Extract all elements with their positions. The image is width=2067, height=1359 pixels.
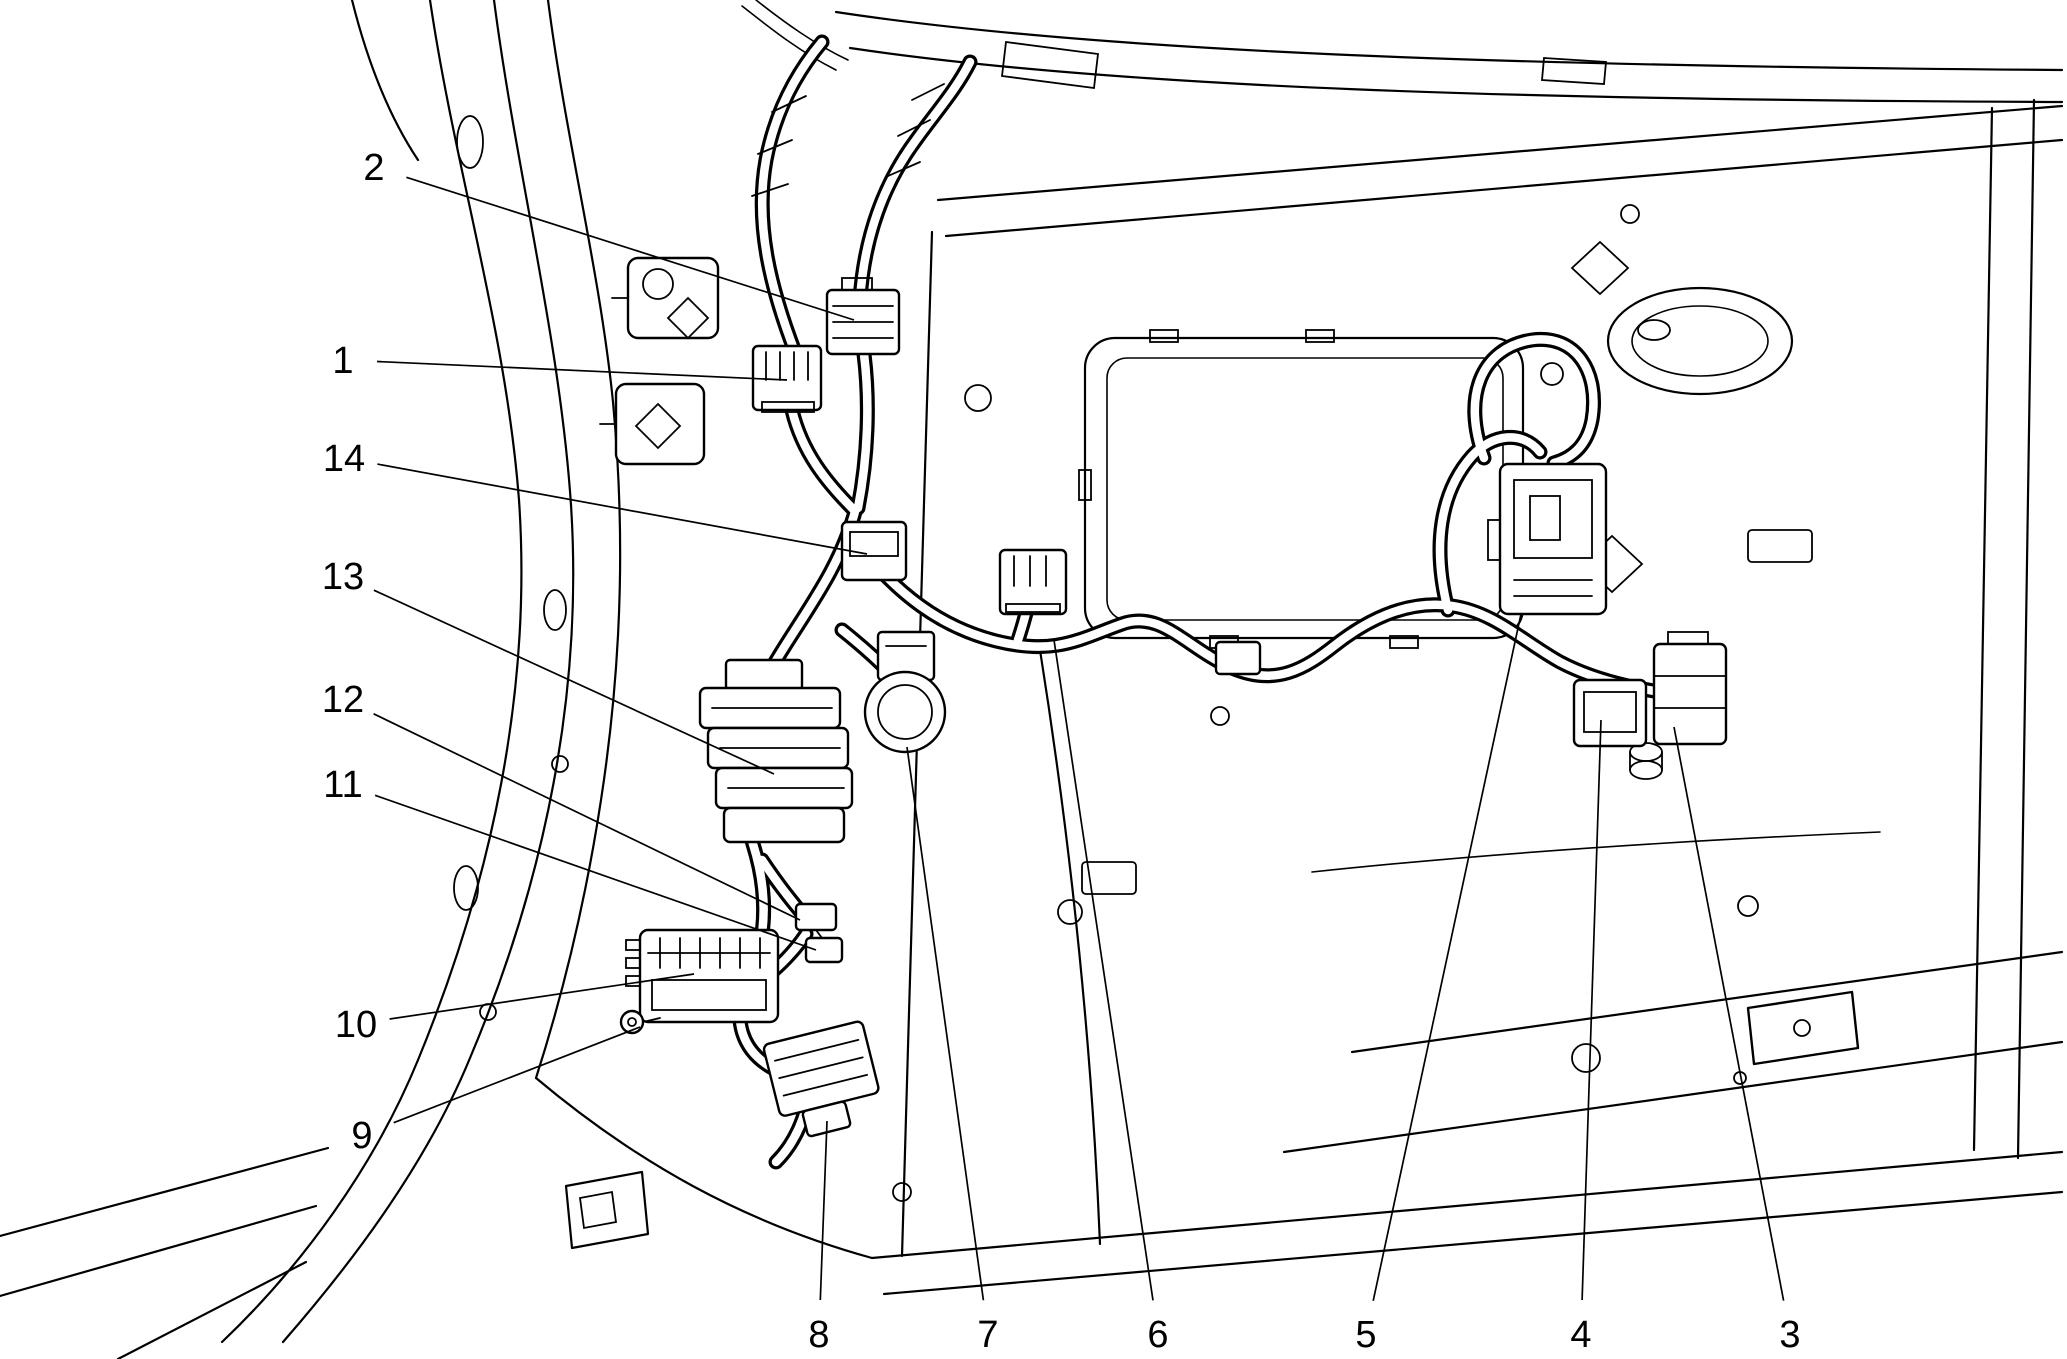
callout-leader-7 <box>906 746 985 1301</box>
connector-6 <box>998 548 1068 616</box>
hinge-brackets <box>599 256 720 466</box>
branch-clip <box>1214 640 1262 676</box>
connector-2 <box>825 277 901 356</box>
callout-leader-3 <box>1673 726 1785 1301</box>
callout-leader-2 <box>406 176 855 321</box>
harness-clip-11 <box>804 929 844 964</box>
connector-14 <box>840 520 908 582</box>
lower-bracket <box>1733 990 1860 1085</box>
callout-label-7: 7 <box>977 1314 998 1356</box>
callout-label-12: 12 <box>322 679 364 721</box>
callout-label-2: 2 <box>363 147 384 189</box>
callout-label-4: 4 <box>1570 1314 1591 1356</box>
door-handle-cutout <box>1606 286 1794 396</box>
callout-leader-1 <box>376 360 788 381</box>
cowl-top-structure <box>741 0 2064 238</box>
callout-label-5: 5 <box>1355 1314 1376 1356</box>
callout-leader-8 <box>819 1120 828 1301</box>
callout-label-8: 8 <box>808 1314 829 1356</box>
connector-5 <box>1487 462 1608 616</box>
connectors <box>619 277 1728 1138</box>
connector-3 <box>1652 631 1728 746</box>
callout-leader-14 <box>377 463 868 555</box>
callout-label-1: 1 <box>332 340 353 382</box>
fuse-block-10 <box>625 928 780 1024</box>
callout-label-14: 14 <box>323 438 365 480</box>
callout-leader-9 <box>393 1026 641 1124</box>
callout-leader-4 <box>1581 719 1602 1301</box>
callout-label-6: 6 <box>1147 1314 1168 1356</box>
callout-leader-11 <box>374 794 817 951</box>
callout-leader-12 <box>373 713 801 921</box>
callout-leader-5 <box>1372 613 1522 1301</box>
callout-leader-10 <box>389 973 695 1020</box>
callout-label-10: 10 <box>335 1004 377 1046</box>
harness-tape-ticks <box>751 83 945 197</box>
callout-label-9: 9 <box>351 1115 372 1157</box>
relay-block-13 <box>698 658 854 844</box>
stud-bolt <box>1629 742 1663 780</box>
callout-label-13: 13 <box>322 556 364 598</box>
callout-label-3: 3 <box>1779 1314 1800 1356</box>
connector-1 <box>751 344 823 413</box>
diamond-hole <box>1570 240 1630 296</box>
hinge-pillar <box>0 0 874 1359</box>
door-inner-panel <box>870 98 2064 1296</box>
harness-clip-12 <box>794 902 838 932</box>
callout-leader-13 <box>373 589 775 775</box>
connector-8 <box>762 1020 880 1138</box>
connector-4 <box>1572 678 1648 748</box>
callout-leader-6 <box>1053 639 1154 1301</box>
callout-label-11: 11 <box>323 764 362 806</box>
grommet-loop-7 <box>863 630 947 754</box>
